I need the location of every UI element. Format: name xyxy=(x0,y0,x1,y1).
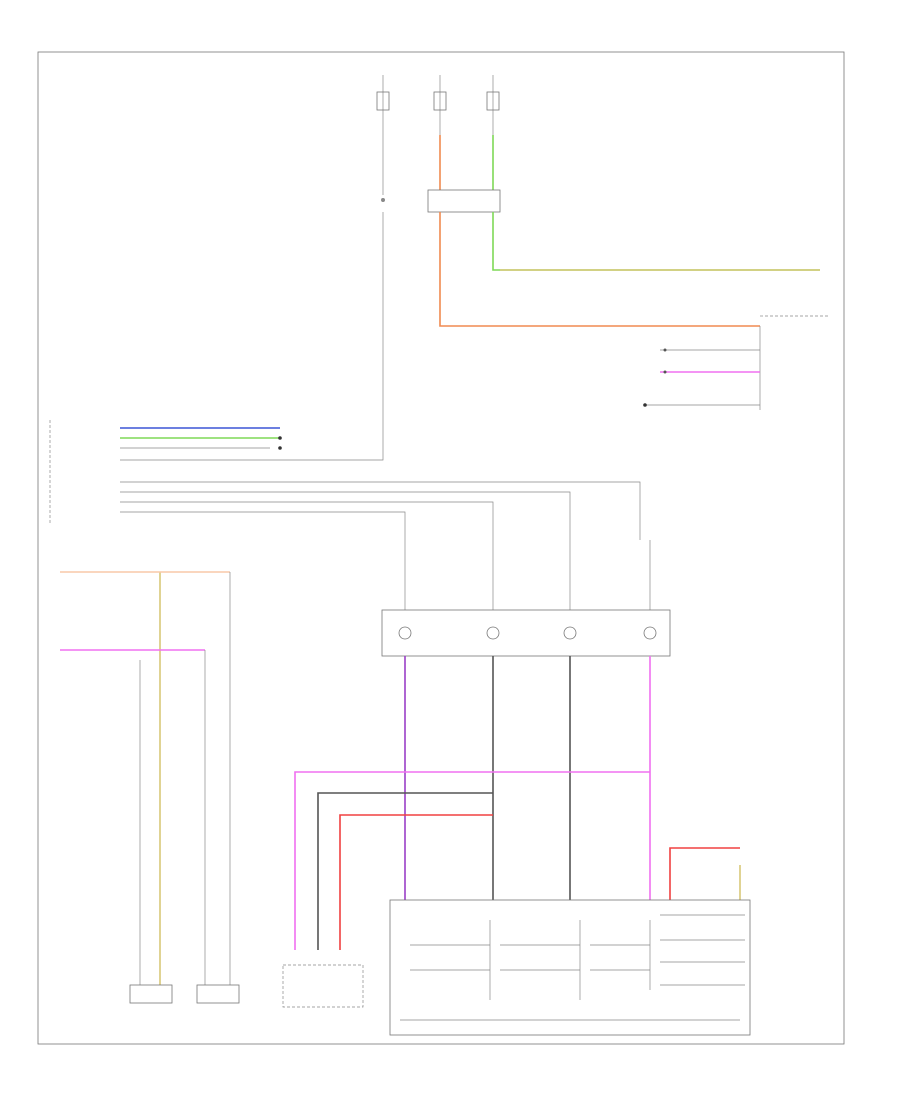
left-speaker-wiring xyxy=(60,571,231,985)
switch-bus xyxy=(120,481,641,540)
switch-pack xyxy=(381,609,671,657)
wire-grey-splice xyxy=(120,212,384,461)
relay-box xyxy=(427,189,501,213)
module-internal-switches xyxy=(400,914,745,1021)
wire-dark-return xyxy=(317,792,493,950)
right-connector xyxy=(643,315,830,410)
wire-green-main xyxy=(492,212,820,271)
window-switch-module xyxy=(389,899,751,1036)
wire-magenta-return xyxy=(294,771,650,950)
diagram-frame xyxy=(37,51,845,1045)
fuse-group xyxy=(376,75,500,195)
left-door-motor xyxy=(282,964,364,1008)
wire-red-right xyxy=(669,847,740,900)
left-module-connector xyxy=(49,420,282,525)
switch-pack-nodes xyxy=(398,626,657,640)
splice-node xyxy=(381,198,385,202)
right-speaker xyxy=(196,984,240,1004)
wire-red-return xyxy=(339,814,493,950)
wire-orange-main xyxy=(439,212,760,327)
left-speaker xyxy=(129,984,173,1004)
